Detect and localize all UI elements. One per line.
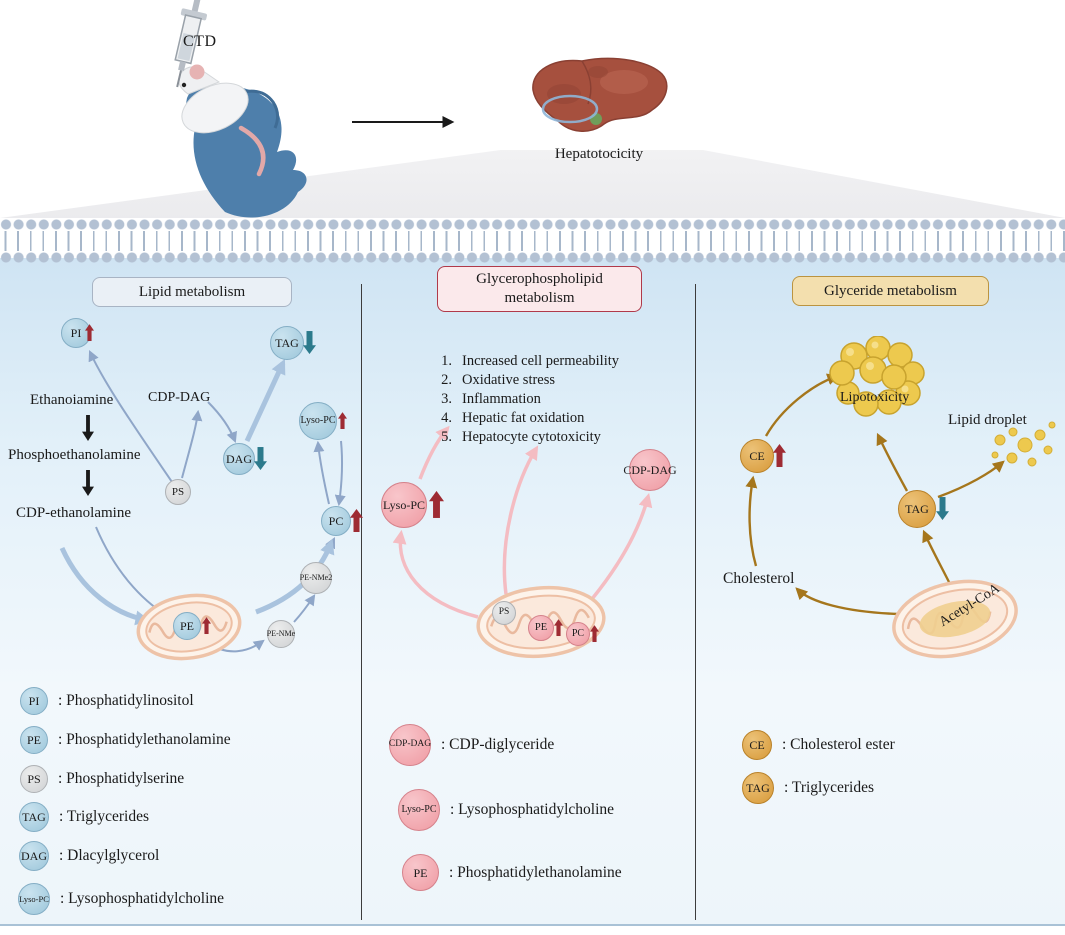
mouse-injection-illustration (174, 0, 307, 218)
node-pc-p2: PC (566, 622, 599, 646)
panel-divider-left (361, 284, 362, 920)
legend-node-lyso-pc: Lyso-PC (398, 789, 440, 831)
panel2-title: Glycerophospholipid metabolism (437, 266, 642, 312)
legend-item: TAG : Triglycerides (742, 772, 874, 804)
compound-label: CTD (183, 33, 217, 50)
legend-node-pe: PE (20, 726, 48, 754)
node-lyso-pc: Lyso-PC (299, 402, 347, 440)
hepatotoxicity-label: Hepatotocicity (554, 146, 644, 162)
node-pe-nme: PE-NMe (267, 620, 295, 648)
legend-node-tag: TAG (742, 772, 774, 804)
legend-item: PE : Phosphatidylethanolamine (20, 726, 231, 754)
legend-item: PE : Phosphatidylethanolamine (402, 854, 622, 891)
node-cdp-dag-p2: CDP-DAG (623, 449, 677, 491)
lipotoxicity-droplets-icon (829, 336, 925, 417)
cholesterol-label: Cholesterol (723, 570, 795, 587)
effect-item: 2.Oxidative stress (441, 372, 556, 388)
effect-item: 3.Inflammation (441, 391, 541, 407)
legend-item: CDP-DAG : CDP-diglyceride (389, 724, 554, 766)
effects-list: 1.Increased cell permeability 2.Oxidativ… (432, 352, 672, 447)
cell-membrane-icon (0, 218, 1065, 264)
up-arrow-icon (590, 625, 599, 643)
mitochondria-icon (892, 579, 1018, 659)
legend-node-ps: PS (20, 765, 48, 793)
lipid-droplet-icon (991, 421, 1056, 467)
node-pi: PI (61, 318, 94, 348)
node-pe-nme2: PE-NMe2 (300, 562, 332, 594)
effect-item: 1.Increased cell permeability (441, 353, 620, 369)
phosphoethanolamine-label: Phosphoethanolamine (8, 447, 141, 463)
legend-item: PS : Phosphatidylserine (20, 765, 184, 793)
node-ps: PS (165, 479, 191, 505)
node-tag: TAG (270, 326, 316, 360)
node-pc: PC (321, 506, 363, 536)
legend-node-dag: DAG (19, 841, 49, 871)
figure-bottom-border (0, 924, 1065, 926)
liver-icon (532, 57, 668, 132)
panel3-title: Glyceride metabolism (792, 276, 989, 306)
legend-item: Lyso-PC : Lysophosphatidylcholine (398, 789, 614, 831)
legend-item: PI : Phosphatidylinositol (20, 687, 194, 715)
node-pe-p2: PE (528, 615, 563, 641)
node-tag-p3: TAG (898, 490, 949, 528)
node-lyso-pc-p2: Lyso-PC (381, 482, 444, 528)
up-arrow-icon (85, 324, 94, 342)
legend-node-ce: CE (742, 730, 772, 760)
node-pe: PE (173, 612, 211, 640)
panel-divider-right (695, 284, 696, 920)
legend-node-pi: PI (20, 687, 48, 715)
ethanolamine-label: Ethanoiamine (30, 392, 114, 408)
effect-item: 4.Hepatic fat oxidation (441, 410, 585, 426)
legend-item: Lyso-PC : Lysophosphatidylcholine (18, 883, 224, 915)
up-arrow-icon (202, 617, 211, 635)
node-dag: DAG (223, 443, 267, 475)
legend-item: DAG : Dlacylglycerol (19, 841, 159, 871)
legend-node-lyso-pc: Lyso-PC (18, 883, 50, 915)
legend-node-cdp-dag: CDP-DAG (389, 724, 431, 766)
node-ps-p2: PS (492, 601, 516, 625)
lipid-droplet-label: Lipid droplet (948, 412, 1027, 428)
legend-node-pe: PE (402, 854, 439, 891)
cdp-dag-label: CDP-DAG (148, 390, 211, 405)
legend-item: TAG : Triglycerides (19, 802, 149, 832)
legend-item: CE : Cholesterol ester (742, 730, 895, 760)
up-arrow-icon (338, 412, 347, 430)
panel1-title: Lipid metabolism (92, 277, 292, 307)
cdp-ethanolamine-label: CDP-ethanolamine (16, 505, 131, 521)
node-ce: CE (740, 439, 786, 473)
effect-item: 5.Hepatocyte cytotoxicity (441, 429, 601, 445)
lipotoxicity-label: Lipotoxicity (840, 390, 910, 405)
legend-node-tag: TAG (19, 802, 49, 832)
